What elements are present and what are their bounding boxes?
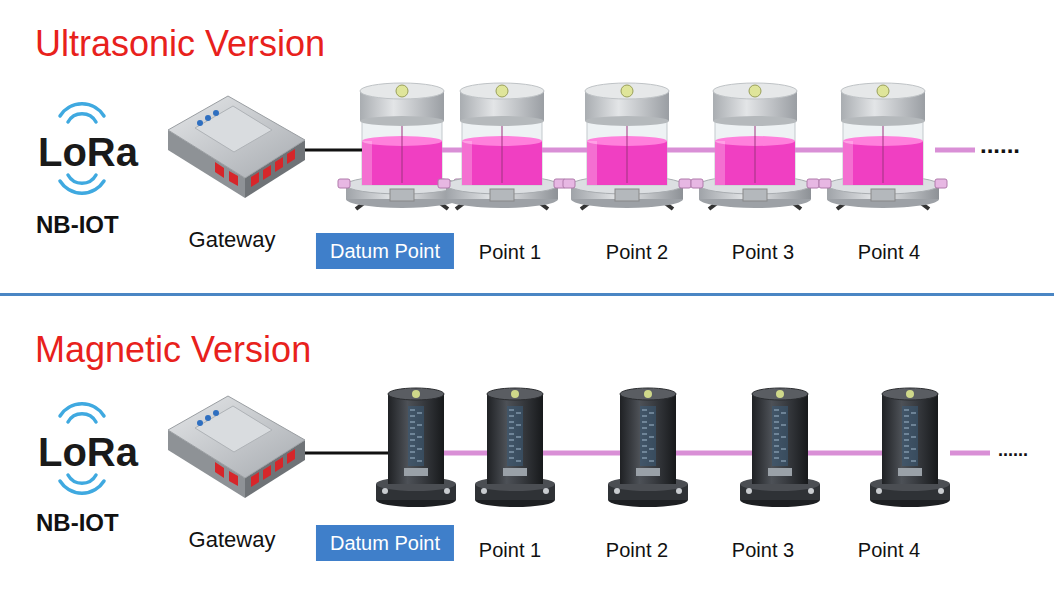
gateway-device — [168, 396, 305, 498]
ultrasonic-sensor — [438, 83, 566, 209]
sensor-point: Point 2 — [587, 85, 667, 203]
section-divider — [0, 293, 1054, 296]
network-name: NB-IOT — [36, 211, 119, 240]
sensor-point: Point 2 — [620, 388, 676, 496]
sensor-point: Point 4 — [882, 388, 938, 496]
sensor-point: Point 4 — [843, 85, 923, 203]
gateway-device: Gateway — [165, 395, 305, 500]
device-label: Gateway — [189, 227, 276, 253]
section-title: Ultrasonic Version — [35, 22, 325, 65]
logo-text: LoRa — [38, 428, 138, 476]
liquid-tube — [542, 148, 587, 153]
point-label: Point 3 — [732, 538, 794, 562]
ultrasonic-sensor — [691, 83, 819, 209]
sensor-point: Point 1 — [462, 85, 542, 203]
liquid-tube — [676, 451, 752, 456]
sensor-point: Point 3 — [715, 85, 795, 203]
ultrasonic-sensor — [819, 83, 947, 209]
point-label: Point 2 — [606, 538, 668, 562]
liquid-tube — [442, 148, 462, 153]
liquid-tube — [667, 148, 715, 153]
gateway-device: Gateway — [165, 95, 305, 200]
datum-label: Datum Point — [316, 525, 454, 561]
datum-label: Datum Point — [316, 233, 454, 269]
point-label: Point 4 — [858, 240, 920, 264]
magnetic-sensor — [376, 388, 456, 507]
liquid-tube — [444, 451, 487, 456]
datum-sensor: Datum Point — [362, 85, 442, 203]
magnetic-sensor — [870, 388, 950, 507]
point-label: Point 3 — [732, 240, 794, 264]
datum-sensor: Datum Point — [388, 388, 444, 496]
point-label: Point 1 — [479, 240, 541, 264]
magnetic-sensor — [608, 388, 688, 507]
section-title: Magnetic Version — [35, 328, 311, 371]
ultrasonic-sensor — [563, 83, 691, 209]
sensor-point: Point 3 — [752, 388, 808, 496]
continuation-line — [950, 451, 990, 456]
sensor-point: Point 1 — [487, 388, 543, 496]
gateway-device — [168, 96, 305, 198]
liquid-tube — [795, 148, 843, 153]
magnetic-sensor — [740, 388, 820, 507]
device-label: Gateway — [189, 527, 276, 553]
network-name: NB-IOT — [36, 509, 119, 538]
continuation-dots: ...... — [998, 440, 1028, 462]
point-label: Point 1 — [479, 538, 541, 562]
liquid-tube — [808, 451, 882, 456]
liquid-tube — [543, 451, 620, 456]
signal-cable — [305, 149, 362, 152]
magnetic-sensor — [475, 388, 555, 507]
point-label: Point 2 — [606, 240, 668, 264]
signal-cable — [305, 452, 388, 455]
continuation-line — [935, 148, 975, 153]
point-label: Point 4 — [858, 538, 920, 562]
continuation-dots: ...... — [980, 131, 1020, 160]
logo-text: LoRa — [38, 128, 138, 176]
